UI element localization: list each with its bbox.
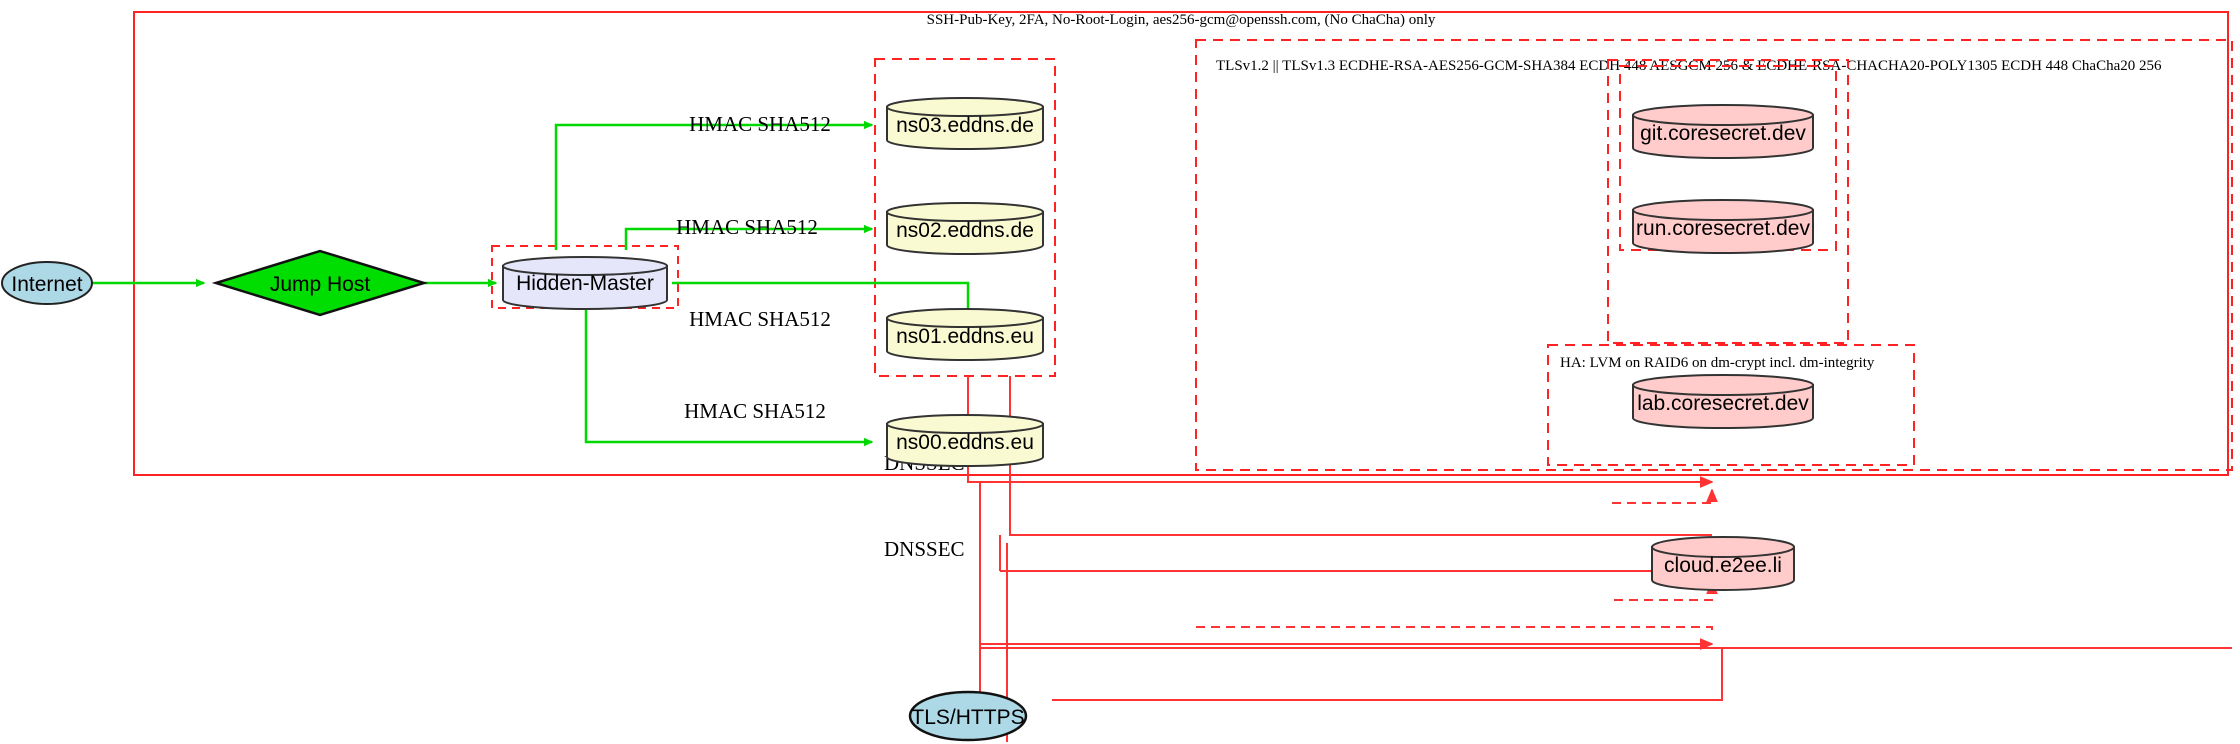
- jump-host-diamond[interactable]: [211, 249, 429, 317]
- ns03-top: [886, 97, 1044, 117]
- edge-label-hmac-ns00: HMAC SHA512: [684, 399, 826, 423]
- node-jump-host[interactable]: Jump Host: [211, 249, 429, 317]
- node-label-internet: Internet: [11, 273, 82, 296]
- cluster-ha-boundary: HA: LVM on RAID6 on dm-crypt incl. dm-in…: [1547, 344, 1915, 466]
- edge-line-dashed: [1196, 626, 1713, 636]
- ns03-body[interactable]: [886, 106, 1044, 150]
- hidden-master-body[interactable]: [502, 265, 668, 310]
- cluster-coresecret-inner-boundary: [1619, 65, 1837, 251]
- edge-label-dnssec-lower: DNSSEC: [884, 537, 965, 561]
- edge-hidden-ns00: HMAC SHA512: [584, 305, 872, 442]
- ns02-body[interactable]: [886, 211, 1044, 255]
- node-internet[interactable]: Internet: [1, 261, 93, 305]
- edge-services-arrows: [999, 535, 1712, 601]
- node-label-git: git.coresecret.dev: [1640, 122, 1806, 145]
- ha-boundary-rect: [1547, 344, 1915, 466]
- tls-boundary-rect: [1195, 39, 2233, 471]
- cluster-ssh-boundary: SSH-Pub-Key, 2FA, No-Root-Login, aes256-…: [133, 11, 2229, 476]
- edge-line: [1052, 648, 1723, 701]
- dns-boundary-rect: [874, 58, 1056, 377]
- edge-hidden-ns02: HMAC SHA512: [624, 215, 872, 250]
- ns01-top: [886, 308, 1044, 328]
- edge-line-solid: [1009, 533, 1712, 536]
- git-body[interactable]: [1632, 114, 1814, 159]
- node-label-jump-host: Jump Host: [270, 273, 371, 296]
- ns00-body[interactable]: [886, 423, 1044, 467]
- lab-top: [1632, 374, 1814, 396]
- edge-line: [672, 281, 968, 316]
- node-label-ns03: ns03.eddns.de: [896, 114, 1034, 137]
- node-label-run: run.coresecret.dev: [1636, 217, 1810, 240]
- node-hidden-master[interactable]: Hidden-Master: [502, 256, 668, 310]
- node-ns03[interactable]: ns03.eddns.de: [886, 97, 1044, 150]
- ha-boundary-label: HA: LVM on RAID6 on dm-crypt incl. dm-in…: [1560, 355, 1875, 371]
- edge-label-hmac-ns02: HMAC SHA512: [676, 215, 818, 239]
- node-git-coresecret[interactable]: git.coresecret.dev: [1632, 104, 1814, 159]
- run-top: [1632, 199, 1814, 221]
- edge-line: [554, 125, 872, 250]
- ns01-body[interactable]: [886, 317, 1044, 361]
- edge-label-hmac-ns03: HMAC SHA512: [689, 112, 831, 136]
- cluster-coresecret-boundary: [1607, 59, 1849, 344]
- edge-dnssec-lower: DNSSEC: [884, 533, 1712, 561]
- node-tls-https[interactable]: TLS/HTTPS: [908, 690, 1028, 742]
- edge-arrowhead: [967, 479, 1712, 482]
- run-body[interactable]: [1632, 209, 1814, 254]
- node-run-coresecret[interactable]: run.coresecret.dev: [1632, 199, 1814, 254]
- node-ns00[interactable]: ns00.eddns.eu: [886, 414, 1044, 467]
- edge-line: [584, 305, 872, 442]
- internet-ellipse[interactable]: [1, 261, 93, 305]
- edge-hidden-ns01: HMAC SHA512: [672, 281, 968, 331]
- node-label-tls-https: TLS/HTTPS: [911, 706, 1024, 729]
- node-ns01[interactable]: ns01.eddns.eu: [886, 308, 1044, 361]
- node-label-ns02: ns02.eddns.de: [896, 219, 1034, 242]
- tls-https-ellipse[interactable]: [908, 690, 1028, 742]
- coresecret-inner-boundary-rect: [1619, 65, 1837, 251]
- edge-label-hmac-ns01: HMAC SHA512: [689, 307, 831, 331]
- lab-body[interactable]: [1632, 384, 1814, 429]
- hidden-master-top: [502, 256, 668, 276]
- ns02-top: [886, 202, 1044, 222]
- node-label-cloud: cloud.e2ee.li: [1664, 554, 1782, 577]
- ns00-top: [886, 414, 1044, 434]
- node-label-ns01: ns01.eddns.eu: [896, 325, 1034, 348]
- node-ns02[interactable]: ns02.eddns.de: [886, 202, 1044, 255]
- edge-line-dashed: [1612, 490, 1712, 504]
- cloud-body[interactable]: [1651, 546, 1795, 591]
- coresecret-boundary-rect: [1607, 59, 1849, 344]
- edge-tls-https-lower: [980, 626, 2232, 701]
- ssh-boundary-label: SSH-Pub-Key, 2FA, No-Root-Login, aes256-…: [927, 12, 1436, 28]
- cloud-top: [1651, 536, 1795, 558]
- cluster-dns-boundary: [874, 58, 1056, 377]
- node-label-ns00: ns00.eddns.eu: [896, 431, 1034, 454]
- node-lab-coresecret[interactable]: lab.coresecret.dev: [1632, 374, 1814, 429]
- node-label-hidden-master: Hidden-Master: [516, 272, 654, 295]
- ssh-boundary-rect: [133, 11, 2229, 476]
- git-top: [1632, 104, 1814, 126]
- node-label-lab: lab.coresecret.dev: [1637, 392, 1809, 415]
- node-cloud-e2ee[interactable]: cloud.e2ee.li: [1651, 536, 1795, 591]
- edge-line: [624, 229, 872, 250]
- edge-hidden-ns03: HMAC SHA512: [554, 112, 872, 250]
